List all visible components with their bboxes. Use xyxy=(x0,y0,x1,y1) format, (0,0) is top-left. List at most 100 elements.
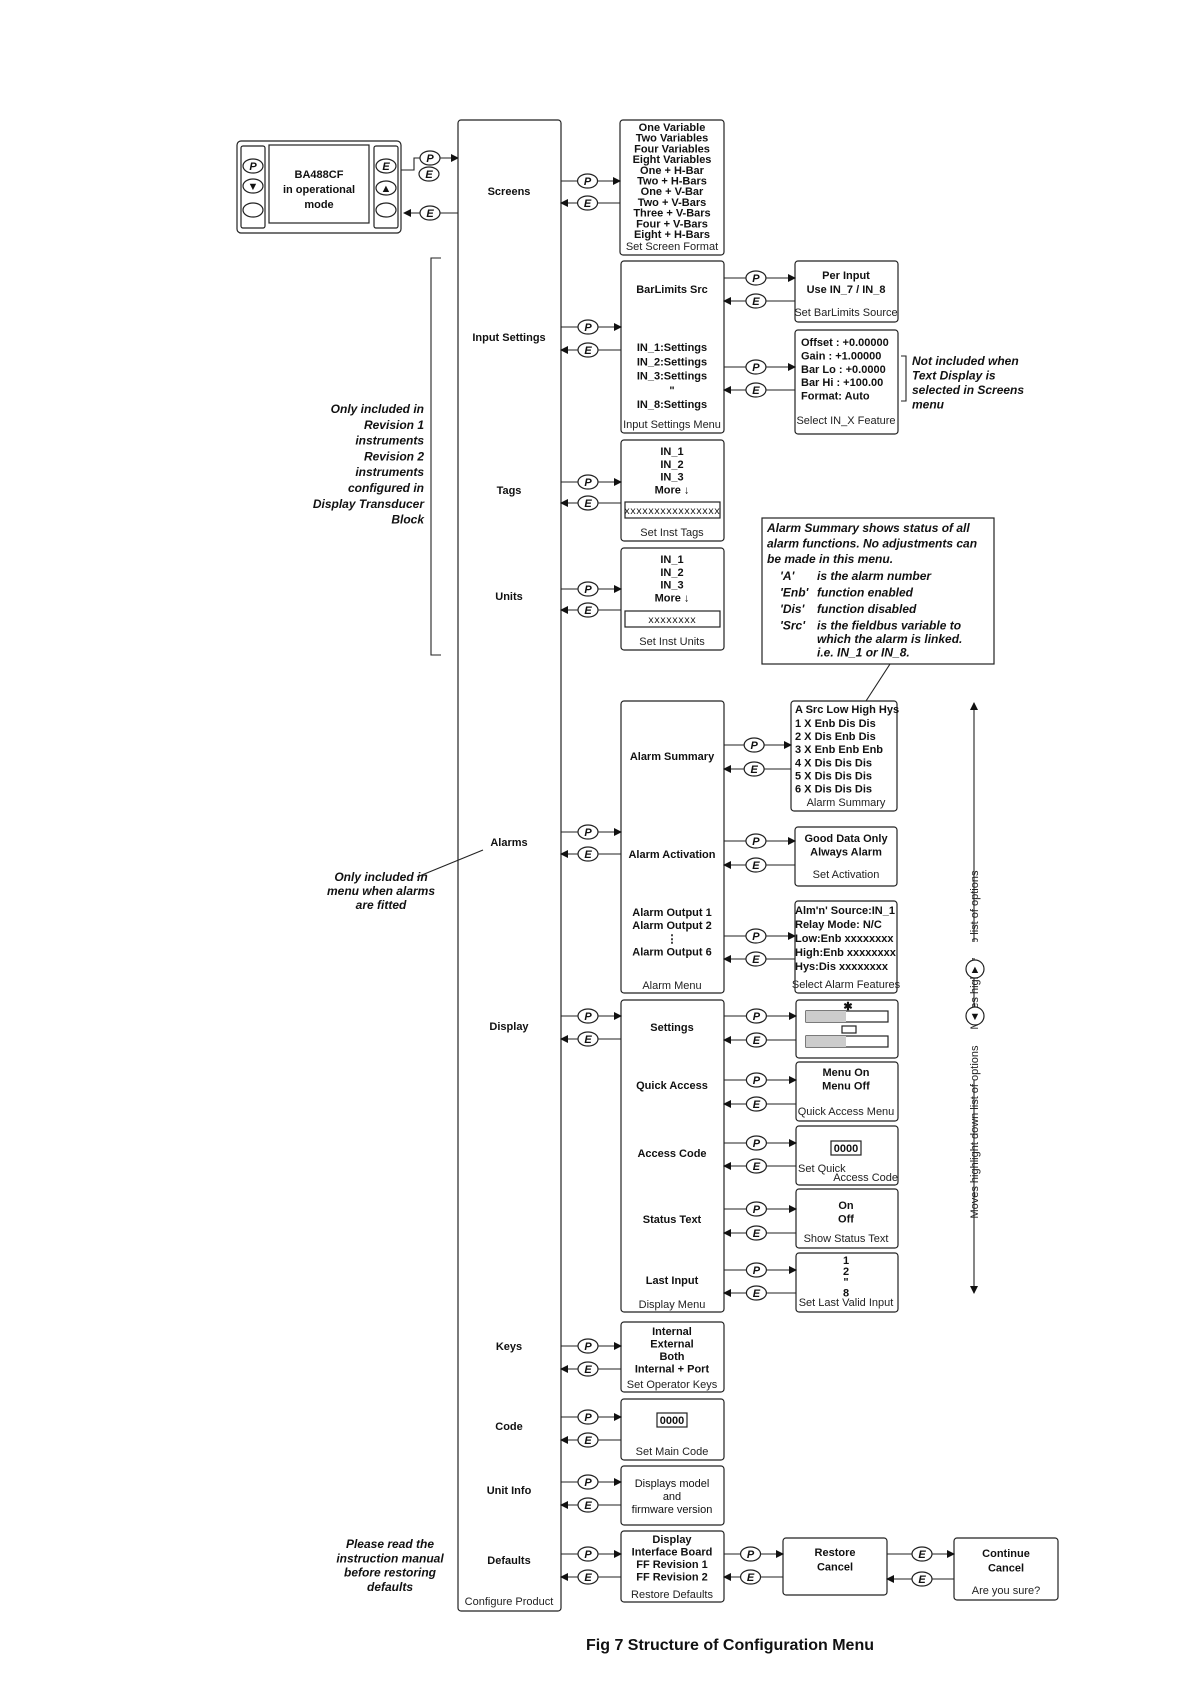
tags-e-key[interactable]: E xyxy=(577,495,599,511)
keys-menu-p-key-shape xyxy=(577,1338,599,1354)
barlimits-e-key[interactable]: E xyxy=(745,293,767,309)
input-setting-item-3: " xyxy=(669,385,674,397)
device-up-key[interactable]: ▲ xyxy=(375,180,397,196)
quick-access-e-key-shape xyxy=(745,1096,768,1112)
alarm-features-e-key-label: E xyxy=(752,954,760,966)
alarm-features-e-key[interactable]: E xyxy=(745,951,767,967)
screen-format-option-4: One + H-Bar xyxy=(640,165,705,177)
restore-e-key-label: E xyxy=(747,1572,755,1584)
barlimits-p-key[interactable]: P xyxy=(745,270,767,286)
alarm-item-4: ⋮ xyxy=(667,933,678,945)
quick-access-p-key[interactable]: P xyxy=(745,1072,768,1088)
access-code-field[interactable] xyxy=(830,1140,862,1156)
device-down-key[interactable]: ▼ xyxy=(242,178,264,194)
up-key-circle[interactable] xyxy=(965,959,985,979)
tag-entry-field[interactable] xyxy=(624,501,721,519)
alarm-features-caption: Select Alarm Features xyxy=(792,979,901,991)
unit-info-e-key[interactable]: E xyxy=(577,1497,599,1513)
device-e-key[interactable]: E xyxy=(375,158,397,174)
menu-item-tags[interactable]: Tags xyxy=(497,485,522,497)
alarms-fitted-note-0: Only included in xyxy=(334,870,427,884)
access-code-caption-2: Access Code xyxy=(833,1172,898,1184)
alarm-activation-p-key[interactable]: P xyxy=(745,833,767,849)
menu-item-code[interactable]: Code xyxy=(495,1421,523,1433)
menu-item-keys[interactable]: Keys xyxy=(496,1341,522,1353)
last-input-e-key[interactable]: E xyxy=(745,1285,768,1301)
down-key-circle[interactable] xyxy=(965,1006,985,1026)
alarm-activation-box xyxy=(794,826,898,887)
tags-p-key[interactable]: P xyxy=(577,474,599,490)
menu-exit-e-key[interactable]: E xyxy=(419,205,441,221)
alarm-key-desc-3: is the fieldbus variable to xyxy=(817,619,961,633)
defaults-e-key[interactable]: E xyxy=(577,1569,599,1585)
menu-item-input-settings[interactable]: Input Settings xyxy=(472,332,545,344)
alarm-summary-e-key[interactable]: E xyxy=(743,761,765,777)
status-text-e-key[interactable]: E xyxy=(745,1225,768,1241)
status-text-p-key[interactable]: P xyxy=(745,1201,768,1217)
alarms-fitted-note-1: menu when alarms xyxy=(327,884,435,898)
alarms-p-key[interactable]: P xyxy=(577,824,599,840)
keys-menu-p-key[interactable]: P xyxy=(577,1338,599,1354)
device-p-key[interactable]: P xyxy=(242,158,264,174)
menu-item-defaults[interactable]: Defaults xyxy=(487,1555,530,1567)
revision-note-6: Display Transducer xyxy=(313,497,425,511)
restore-p-key[interactable]: P xyxy=(739,1546,762,1562)
device-enter-p-key-shape xyxy=(419,150,441,166)
status-text-e-key-shape xyxy=(745,1225,768,1241)
access-code-p-key[interactable]: P xyxy=(745,1135,768,1151)
alarms-e-key[interactable]: E xyxy=(577,846,599,862)
input-setting-item-1: IN_2:Settings xyxy=(637,356,707,368)
device-blank-key-right[interactable] xyxy=(375,202,397,218)
main-code-field[interactable] xyxy=(656,1412,688,1428)
alarm-activation-e-key[interactable]: E xyxy=(745,857,767,873)
unit-info-p-key[interactable]: P xyxy=(577,1474,599,1490)
status-text-e-key-label: E xyxy=(753,1228,761,1240)
device-enter-p-key-label: P xyxy=(426,153,434,165)
operator-key-option-1: External xyxy=(650,1339,693,1351)
code-e-key[interactable]: E xyxy=(577,1432,599,1448)
unit-entry-field[interactable] xyxy=(624,610,721,628)
quick-access-e-key[interactable]: E xyxy=(745,1096,768,1112)
defaults-p-key[interactable]: P xyxy=(577,1546,599,1562)
alarm-summary-caption: Alarm Summary xyxy=(807,797,886,809)
last-input-p-key[interactable]: P xyxy=(745,1262,768,1278)
input-feature-p-key[interactable]: P xyxy=(745,359,767,375)
display-p-key[interactable]: P xyxy=(577,1008,599,1024)
keys-menu-e-key-shape xyxy=(577,1361,599,1377)
menu-item-units[interactable]: Units xyxy=(495,591,523,603)
input-feature-e-key[interactable]: E xyxy=(745,382,767,398)
alarm-summary-row-5: 6 X Dis Dis Dis xyxy=(795,784,872,796)
menu-item-unit-info[interactable]: Unit Info xyxy=(487,1485,532,1497)
code-p-key[interactable]: P xyxy=(577,1409,599,1425)
input-feature-e-key-label: E xyxy=(752,385,760,397)
menu-item-alarms[interactable]: Alarms xyxy=(490,837,527,849)
screen-format-option-0: One Variable xyxy=(639,122,706,134)
tag-option-2: IN_3 xyxy=(660,472,683,484)
alarm-summary-note-box xyxy=(761,517,995,665)
device-enter-e-key[interactable]: E xyxy=(418,166,440,182)
screens-p-key[interactable]: P xyxy=(576,173,599,189)
keys-menu-p-key-label: P xyxy=(584,1341,592,1353)
alarms-note-pointer xyxy=(416,849,484,878)
display-settings-e-key[interactable]: E xyxy=(745,1032,768,1048)
keys-menu-e-key[interactable]: E xyxy=(577,1361,599,1377)
back-e-key[interactable]: E xyxy=(911,1571,933,1587)
display-settings-p-key[interactable]: P xyxy=(745,1008,768,1024)
menu-item-screens[interactable]: Screens xyxy=(488,186,531,198)
alarm-features-p-key[interactable]: P xyxy=(745,928,767,944)
input-settings-p-key[interactable]: P xyxy=(577,319,599,335)
display-e-key[interactable]: E xyxy=(577,1031,599,1047)
display-settings-marker: ✱ xyxy=(843,1001,852,1013)
restore-p-key-label: P xyxy=(747,1549,755,1561)
access-code-e-key[interactable]: E xyxy=(745,1158,768,1174)
units-e-key[interactable]: E xyxy=(577,602,599,618)
screens-e-key[interactable]: E xyxy=(576,195,599,211)
device-enter-p-key[interactable]: P xyxy=(419,150,441,166)
input-settings-e-key[interactable]: E xyxy=(577,342,599,358)
restore-e-key[interactable]: E xyxy=(739,1569,762,1585)
device-blank-key-left[interactable] xyxy=(242,202,264,218)
alarm-summary-p-key[interactable]: P xyxy=(743,737,765,753)
confirm-e-key[interactable]: E xyxy=(911,1546,933,1562)
menu-item-display[interactable]: Display xyxy=(489,1021,529,1033)
units-p-key[interactable]: P xyxy=(577,581,599,597)
